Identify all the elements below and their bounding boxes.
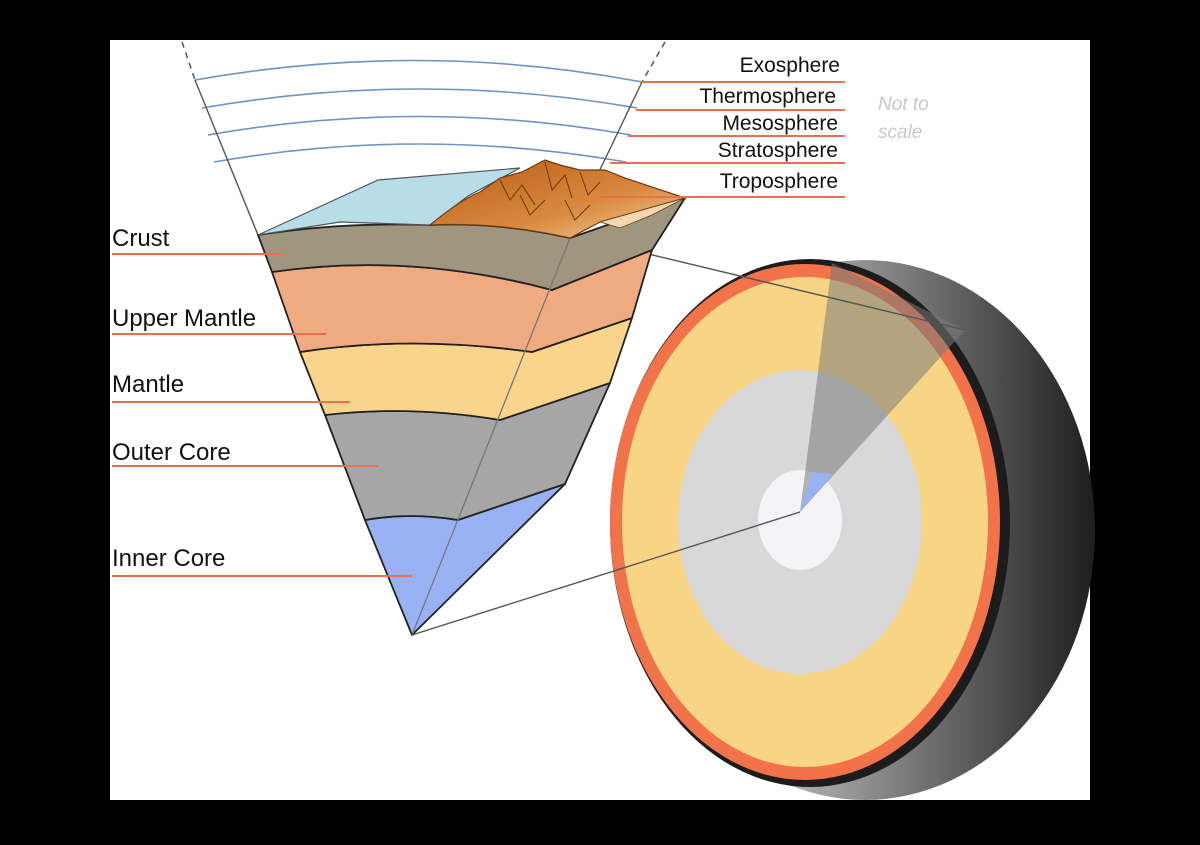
atmosphere-arcs [194, 59, 643, 163]
label-stratosphere: Stratosphere [610, 139, 845, 164]
label-thermosphere: Thermosphere [636, 85, 845, 111]
scale-note-line1: Not to [878, 94, 929, 115]
label-inner-core: Inner Core [112, 545, 412, 577]
interior-wedge [257, 197, 686, 636]
atmosphere-labels: Exosphere Thermosphere Mesosphere Strato… [600, 54, 845, 198]
interior-labels: Crust Upper Mantle Mantle Outer Core Inn… [112, 225, 412, 577]
label-outer-core-text: Outer Core [112, 439, 231, 466]
wedge-dashed-edges [181, 41, 666, 83]
label-crust: Crust [112, 225, 282, 255]
label-upper-mantle: Upper Mantle [112, 305, 326, 335]
label-exosphere-text: Exosphere [740, 54, 840, 77]
label-crust-text: Crust [112, 225, 170, 252]
connector-lines [411, 251, 966, 636]
sphere-cutout-inner-core [800, 472, 833, 512]
earth-sphere [610, 259, 1095, 800]
label-mantle: Mantle [112, 371, 350, 403]
label-mantle-text: Mantle [112, 371, 184, 398]
scale-note: Not to scale [878, 94, 929, 143]
label-troposphere: Troposphere [600, 170, 845, 198]
label-exosphere: Exosphere [640, 54, 845, 83]
label-troposphere-text: Troposphere [720, 170, 838, 193]
sphere-inner-core [758, 470, 842, 570]
label-thermosphere-text: Thermosphere [699, 85, 836, 108]
sphere-cutout-wedge [800, 263, 965, 512]
label-stratosphere-text: Stratosphere [718, 139, 838, 162]
label-inner-core-text: Inner Core [112, 545, 225, 572]
mountain-range [428, 159, 688, 239]
scale-note-line2: scale [878, 122, 922, 143]
label-mesosphere: Mesosphere [628, 112, 845, 137]
label-mesosphere-text: Mesosphere [722, 112, 838, 135]
label-outer-core: Outer Core [112, 439, 378, 467]
ocean-surface [257, 167, 521, 236]
label-upper-mantle-text: Upper Mantle [112, 305, 256, 332]
wedge-edges [194, 79, 643, 236]
